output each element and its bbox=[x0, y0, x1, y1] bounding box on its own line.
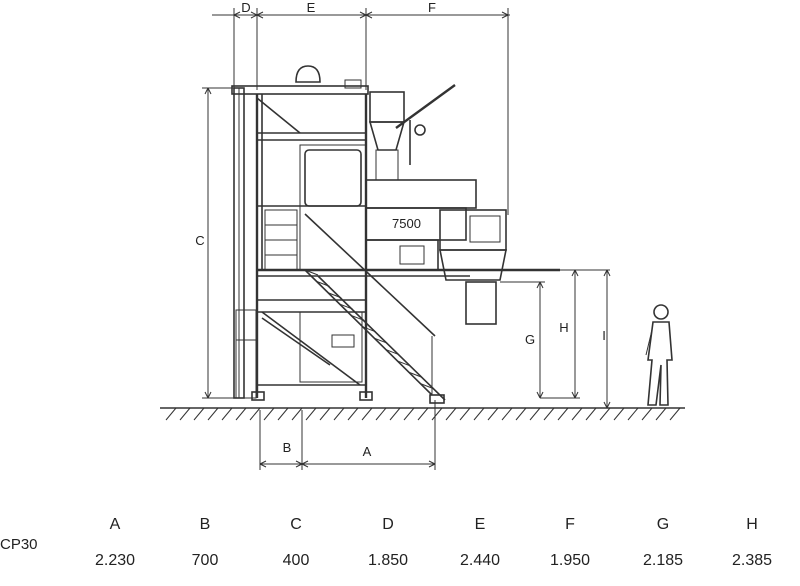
ground-hatch-line bbox=[473, 407, 485, 421]
ground-hatch-line bbox=[585, 407, 597, 421]
ground-hatch-line bbox=[221, 407, 233, 421]
bottom-dimensions: B A bbox=[259, 400, 436, 470]
column-value-b: 700 bbox=[191, 552, 219, 569]
ground-hatch-line bbox=[291, 407, 303, 421]
ground-hatch-line bbox=[515, 407, 527, 421]
ground-hatch-line bbox=[445, 407, 457, 421]
ground-hatch-line bbox=[249, 407, 261, 421]
column-value-e: 2.440 bbox=[459, 552, 501, 569]
column-value-g: 2.185 bbox=[642, 552, 684, 569]
ground-hatch-line bbox=[179, 407, 191, 421]
dim-label-d: D bbox=[241, 0, 250, 15]
dim-label-b: B bbox=[283, 440, 292, 455]
staircase bbox=[304, 213, 446, 404]
column-value-c: 400 bbox=[282, 552, 310, 569]
ground-hatch-line bbox=[543, 407, 555, 421]
ground-hatch-line bbox=[193, 407, 205, 421]
ground-hatch-line bbox=[207, 407, 219, 421]
ground-hatch-line bbox=[655, 407, 667, 421]
ground-hatch-line bbox=[431, 407, 443, 421]
mixer-unit: 7500 bbox=[344, 79, 507, 325]
stair-tread bbox=[420, 383, 434, 390]
ground-hatch-line bbox=[627, 407, 639, 421]
stair-tread bbox=[304, 269, 319, 276]
ground-hatch-line bbox=[235, 407, 247, 421]
ground-hatch-line bbox=[529, 407, 541, 421]
dim-label-c: C bbox=[195, 233, 204, 248]
top-dimensions: D E F bbox=[212, 0, 510, 215]
plant-elevation-drawing: D E F C G H I B A bbox=[160, 0, 685, 470]
dim-label-e: E bbox=[307, 0, 316, 15]
dim-label-f: F bbox=[428, 0, 436, 15]
dim-label-h: H bbox=[559, 320, 568, 335]
ground-hatch-line bbox=[613, 407, 625, 421]
column-head-c: C bbox=[290, 516, 302, 533]
dim-label-g: G bbox=[525, 332, 535, 347]
ground-hatch-line bbox=[305, 407, 317, 421]
dim-label-i: I bbox=[602, 328, 606, 343]
person-figure bbox=[645, 304, 673, 406]
column-value-h: 2.385 bbox=[731, 552, 773, 569]
stair-tread bbox=[316, 280, 330, 287]
column-head-f: F bbox=[565, 516, 575, 533]
ground-hatch-line bbox=[669, 407, 681, 421]
model-label: CP30 bbox=[0, 536, 38, 553]
ground-hatch-line bbox=[641, 407, 653, 421]
column-head-b: B bbox=[199, 516, 211, 533]
ground-hatch-line bbox=[375, 407, 387, 421]
ground bbox=[160, 407, 685, 421]
ground-hatch-line bbox=[319, 407, 331, 421]
plate-text: 7500 bbox=[392, 216, 421, 231]
column-head-g: G bbox=[656, 516, 670, 533]
left-dimension-c: C bbox=[195, 87, 234, 399]
dimension-table: CP30 A 2.230 B 700 C 400 D 1.850 E 2.440… bbox=[0, 500, 800, 586]
column-head-h: H bbox=[746, 516, 758, 533]
ground-hatch-line bbox=[403, 407, 415, 421]
right-dimensions: G H I bbox=[500, 269, 611, 409]
dim-label-a: A bbox=[363, 444, 372, 459]
stair-tread bbox=[374, 337, 388, 344]
plant-structure bbox=[231, 65, 560, 401]
ground-hatch-line bbox=[263, 407, 275, 421]
column-value-d: 1.850 bbox=[367, 552, 409, 569]
ground-hatch-line bbox=[333, 407, 345, 421]
ground-hatch-line bbox=[389, 407, 401, 421]
ground-hatch-line bbox=[501, 407, 513, 421]
stair-tread bbox=[327, 292, 342, 299]
ground-hatch-line bbox=[571, 407, 583, 421]
stair-tread bbox=[385, 349, 399, 356]
ground-hatch-line bbox=[599, 407, 611, 421]
stair-tread bbox=[408, 371, 423, 378]
ground-hatch-line bbox=[417, 407, 429, 421]
ground-hatch-line bbox=[165, 407, 177, 421]
column-value-a: 2.230 bbox=[94, 552, 136, 569]
column-head-e: E bbox=[474, 516, 486, 533]
ground-hatch-line bbox=[459, 407, 471, 421]
ground-hatch-line bbox=[557, 407, 569, 421]
stair-tread bbox=[339, 303, 353, 310]
ground-hatch-line bbox=[487, 407, 499, 421]
column-head-a: A bbox=[109, 516, 121, 533]
stair-tread bbox=[351, 314, 365, 321]
stair-tread bbox=[397, 360, 411, 367]
ground-hatch-line bbox=[277, 407, 289, 421]
column-value-f: 1.950 bbox=[549, 552, 591, 569]
stair-tread bbox=[362, 326, 376, 333]
ground-hatch-line bbox=[347, 407, 359, 421]
column-head-d: D bbox=[382, 516, 394, 533]
ground-hatch-line bbox=[361, 407, 373, 421]
